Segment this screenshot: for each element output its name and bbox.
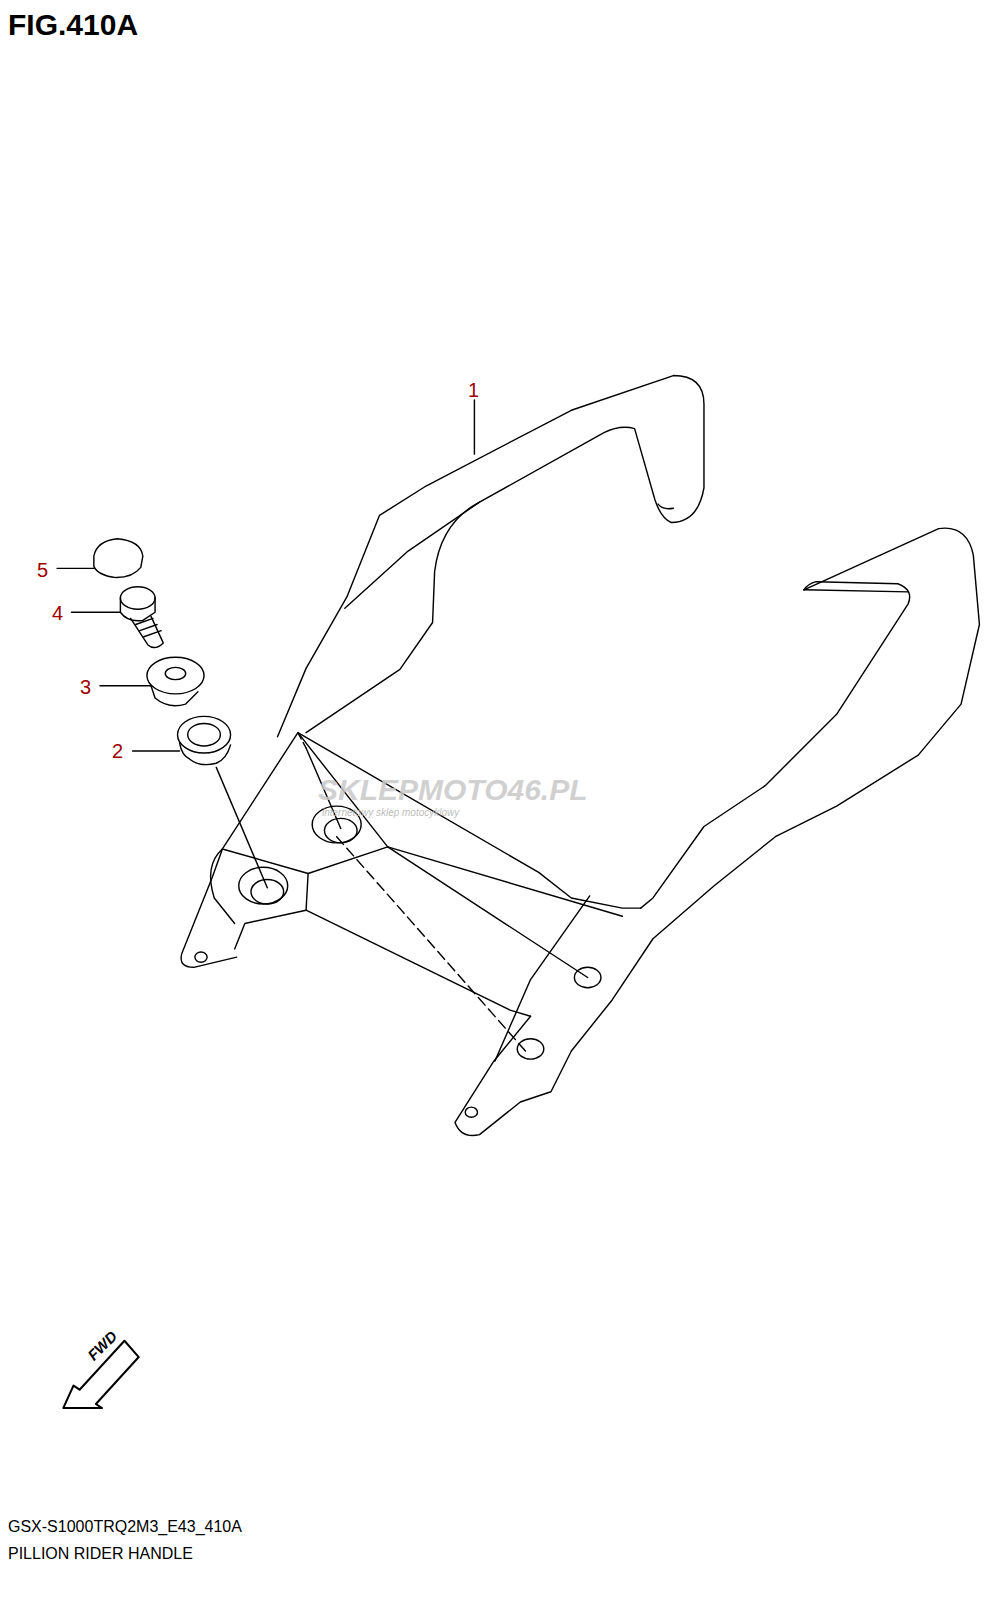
figure-title: FIG.410A <box>8 10 138 40</box>
callout-number: 1 <box>468 380 479 400</box>
arrow-label: FWD <box>85 1328 120 1363</box>
callout-number: 2 <box>112 741 123 761</box>
watermark: SKLEPMOTO46.PL <box>318 775 588 805</box>
callout-number: 4 <box>52 603 63 623</box>
callout-number: 5 <box>37 560 48 580</box>
diagram-code: GSX-S1000TRQ2M3_E43_410A <box>8 1519 242 1535</box>
callout-number: 3 <box>80 677 91 697</box>
watermark: internetowy sklep motocyklowy <box>322 808 459 818</box>
figure-caption: PILLION RIDER HANDLE <box>8 1546 193 1562</box>
